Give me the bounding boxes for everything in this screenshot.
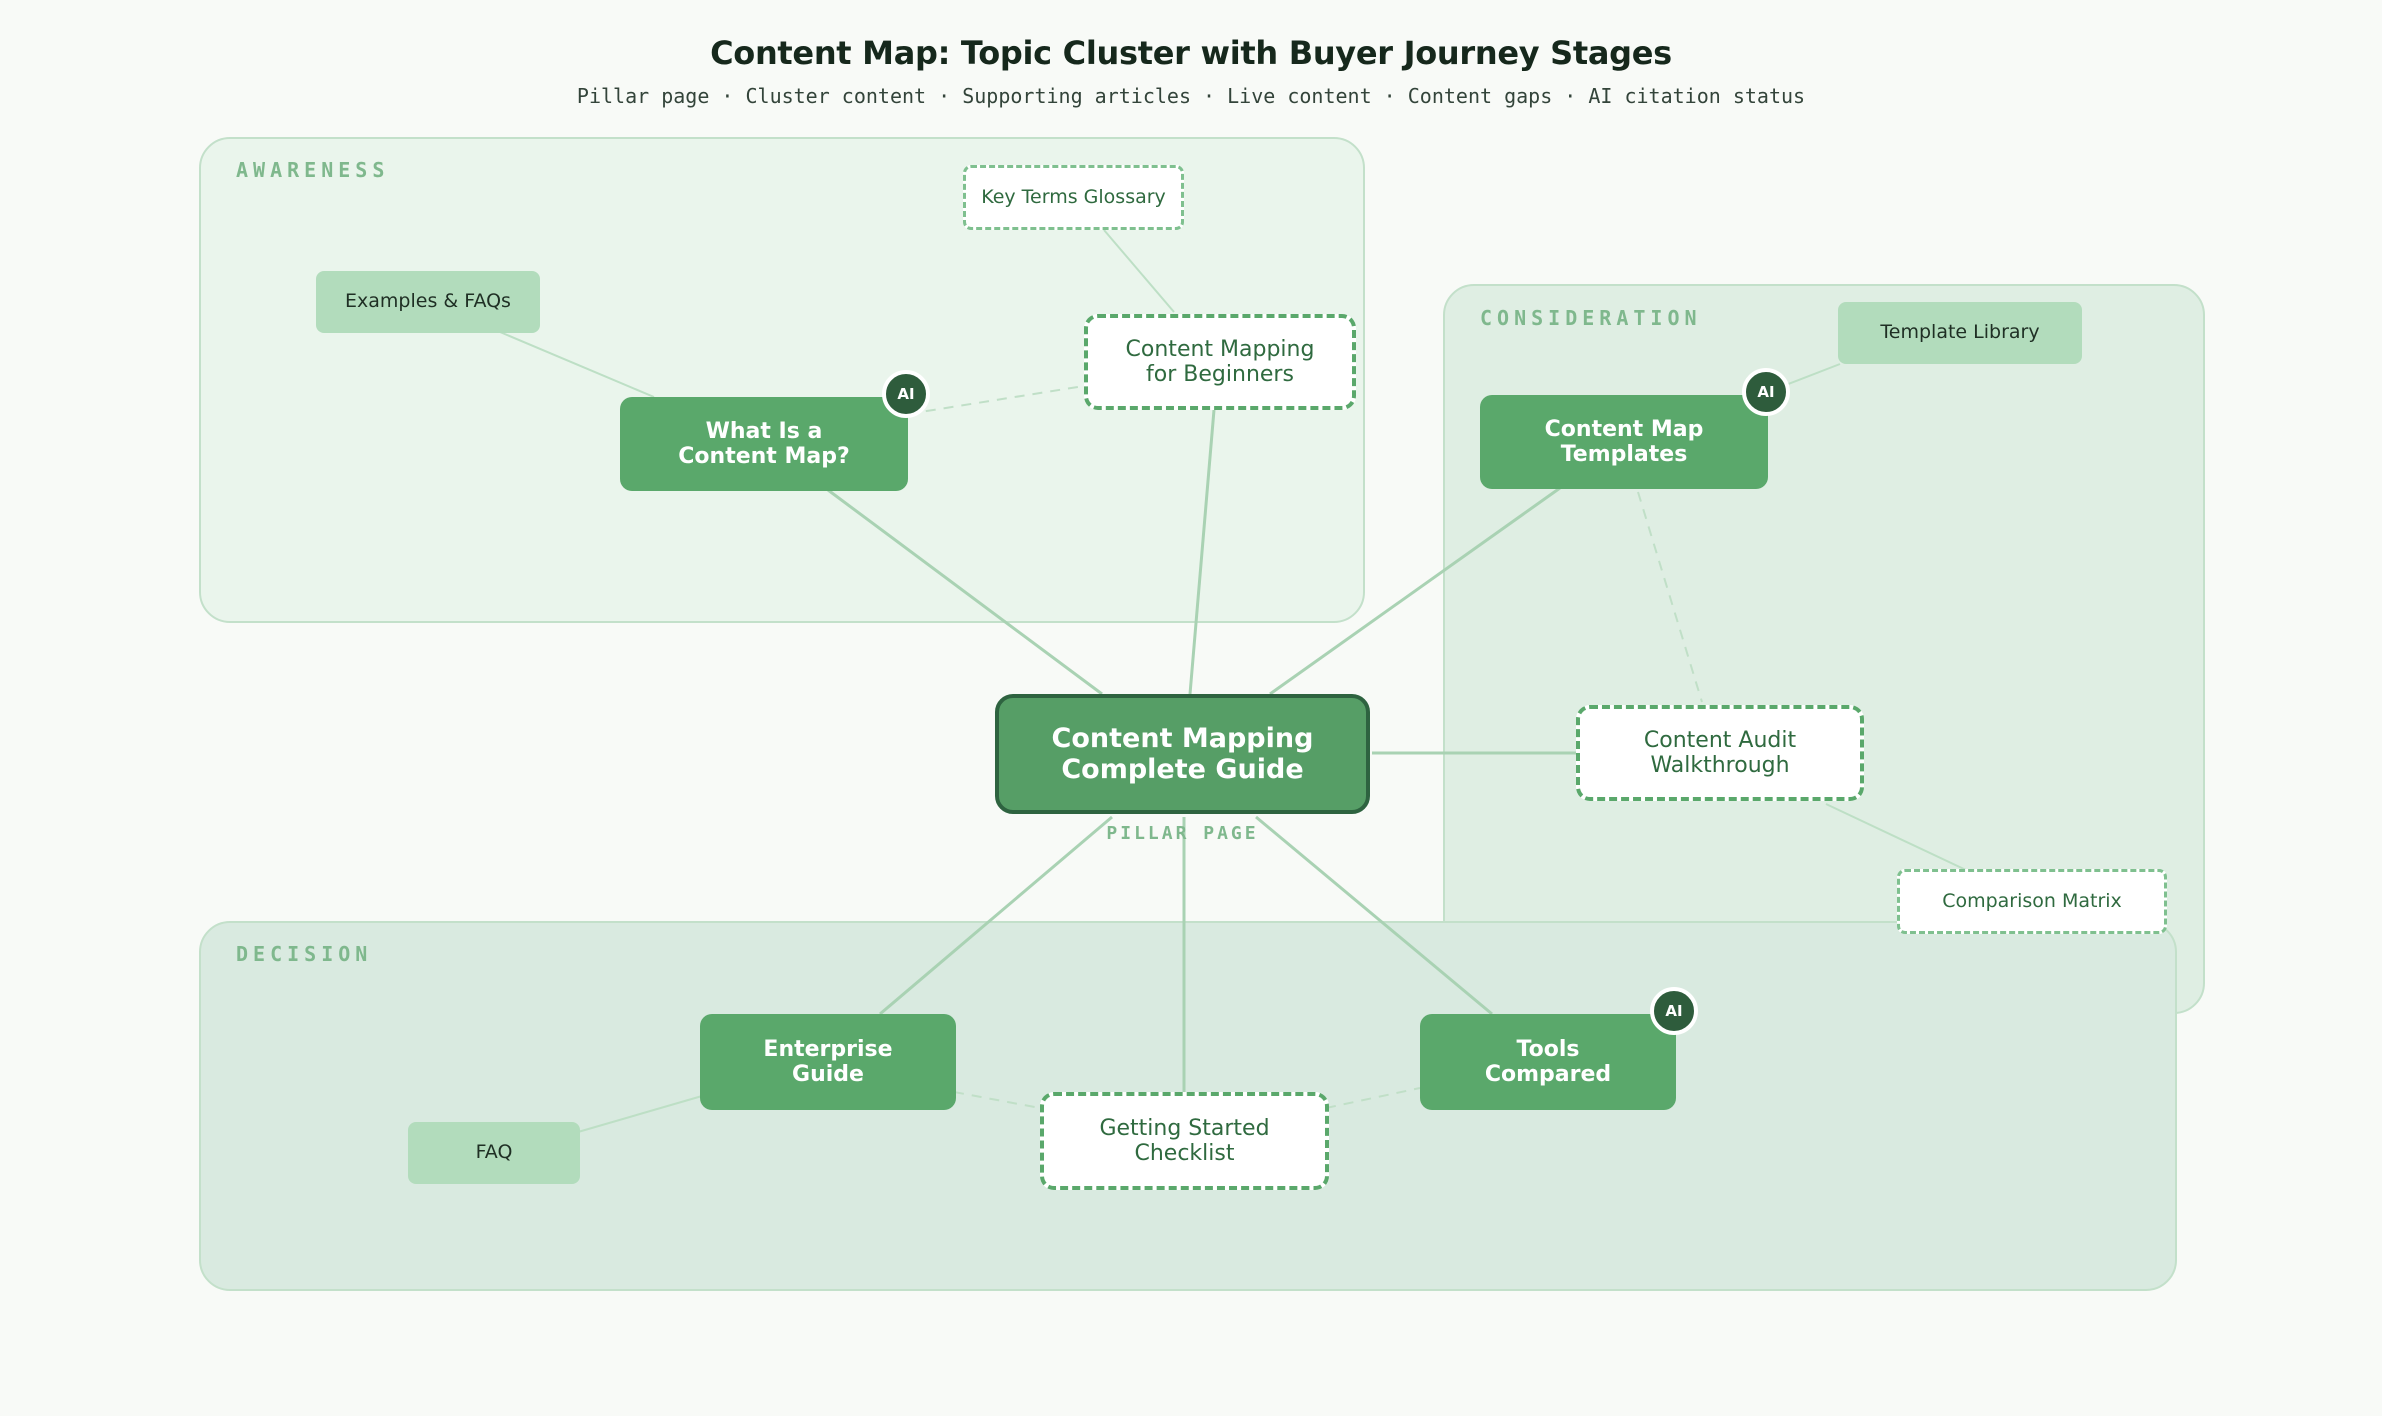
support-node-template-library[interactable]: Template Library [1838, 302, 2082, 364]
connector-enterprise-faq [577, 1095, 703, 1133]
gap-node-key-terms-glossary[interactable]: Key Terms Glossary [963, 165, 1184, 230]
connector-pillar-beginners [1188, 409, 1216, 695]
pillar-node[interactable]: Content Mapping Complete Guide [995, 694, 1370, 814]
gap-node-content-audit-walkthrough[interactable]: Content Audit Walkthrough [1576, 705, 1864, 801]
connector-what-is-examples [499, 331, 655, 398]
ai-citation-badge: AI [1742, 368, 1790, 416]
gap-node-label: Key Terms Glossary [981, 185, 1166, 208]
support-node-label: Template Library [1880, 321, 2040, 344]
support-node-label: FAQ [475, 1141, 513, 1164]
gap-node-content-mapping-beginners[interactable]: Content Mapping for Beginners [1084, 314, 1356, 410]
stage-label-consideration: CONSIDERATION [1480, 306, 1702, 330]
pillar-node-label: Content Mapping Complete Guide [1051, 722, 1314, 785]
connector-enterprise-checklist [953, 1091, 1041, 1109]
cluster-node-enterprise-guide[interactable]: Enterprise Guide [700, 1014, 956, 1110]
connector-audit-comparison [1825, 803, 1967, 871]
gap-node-label: Getting Started Checklist [1099, 1115, 1270, 1166]
cluster-node-label: Content Map Templates [1544, 416, 1704, 467]
gap-node-getting-started-checklist[interactable]: Getting Started Checklist [1040, 1092, 1329, 1190]
gap-node-comparison-matrix[interactable]: Comparison Matrix [1897, 869, 2167, 934]
awareness-zone [199, 137, 1365, 623]
gap-node-label: Comparison Matrix [1942, 889, 2122, 912]
connector-checklist-tools [1325, 1087, 1421, 1109]
gap-node-label: Content Audit Walkthrough [1643, 727, 1797, 778]
diagram-title: Content Map: Topic Cluster with Buyer Jo… [710, 34, 1672, 72]
cluster-node-what-is-content-map[interactable]: What Is a Content Map? [620, 397, 908, 491]
cluster-node-label: Enterprise Guide [763, 1036, 893, 1087]
connector-what-is-beginners [907, 385, 1085, 415]
cluster-node-content-map-templates[interactable]: Content Map Templates [1480, 395, 1768, 489]
connector-pillar-enterprise [879, 815, 1113, 1016]
diagram-legend-subtitle: Pillar page · Cluster content · Supporti… [576, 84, 1806, 108]
connector-templates-audit [1637, 491, 1703, 703]
connector-beginners-glossary [1103, 229, 1175, 313]
cluster-node-label: What Is a Content Map? [678, 418, 850, 469]
stage-label-awareness: AWARENESS [236, 158, 390, 182]
gap-node-label: Content Mapping for Beginners [1125, 336, 1315, 387]
ai-citation-badge: AI [882, 370, 930, 418]
connector-pillar-tools [1255, 815, 1493, 1016]
support-node-faq[interactable]: FAQ [408, 1122, 580, 1184]
stage-label-decision: DECISION [236, 942, 373, 966]
cluster-node-tools-compared[interactable]: Tools Compared [1420, 1014, 1676, 1110]
support-node-examples-faqs[interactable]: Examples & FAQs [316, 271, 540, 333]
ai-citation-badge: AI [1650, 987, 1698, 1035]
cluster-node-label: Tools Compared [1484, 1036, 1612, 1087]
connector-pillar-what-is [827, 488, 1103, 696]
connector-pillar-templates [1269, 486, 1561, 696]
pillar-page-caption: PILLAR PAGE [1106, 823, 1259, 844]
support-node-label: Examples & FAQs [345, 290, 511, 313]
